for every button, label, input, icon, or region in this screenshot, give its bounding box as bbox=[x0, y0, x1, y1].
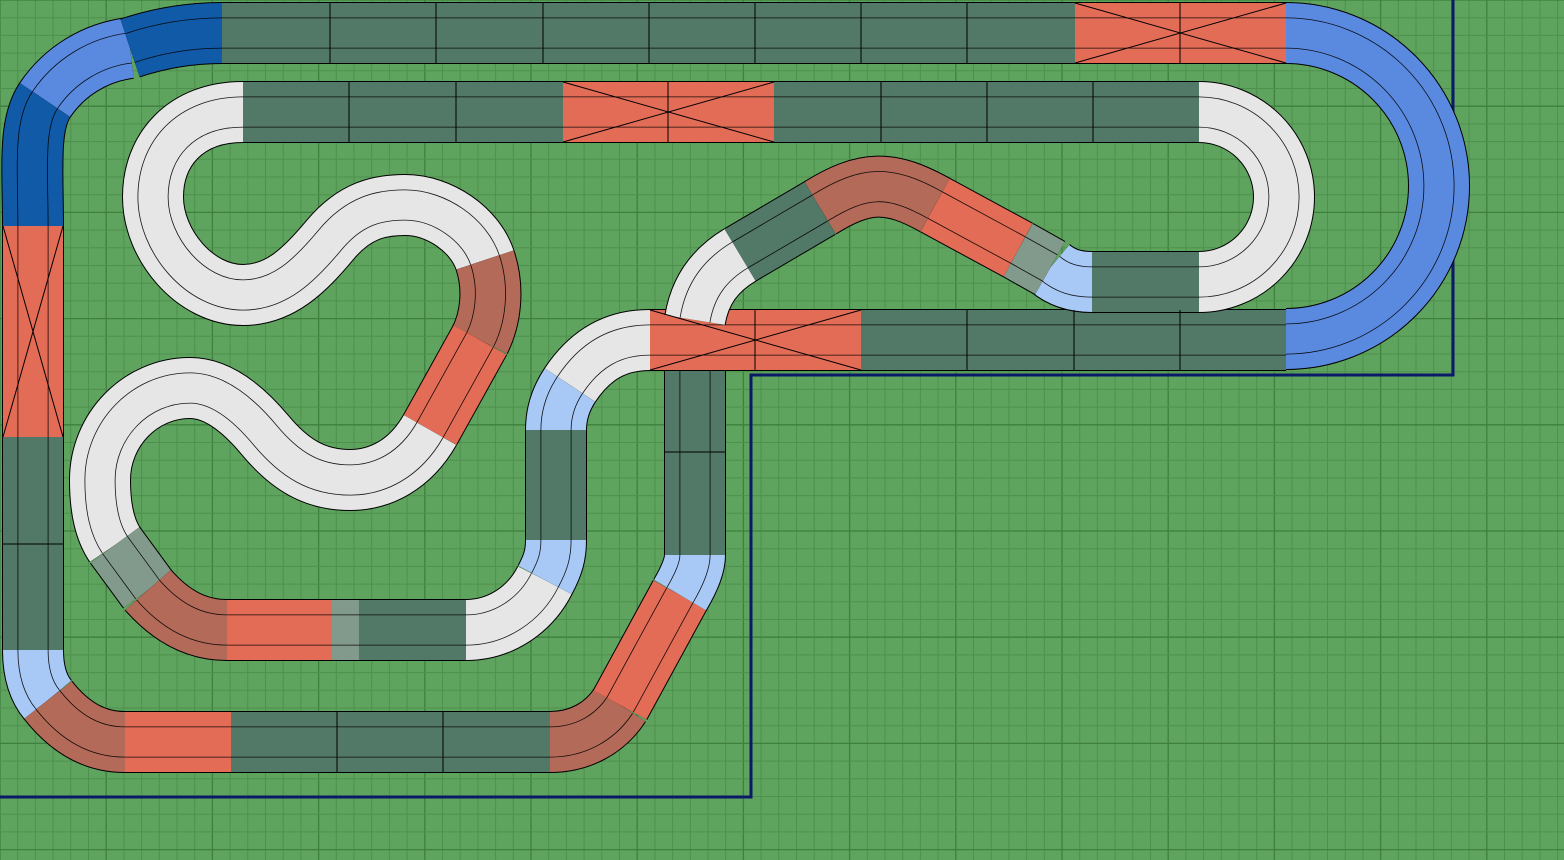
track-pieces bbox=[1, 2, 1470, 773]
chicane-inner bbox=[1002, 222, 1066, 296]
crossover-mark-second bbox=[562, 81, 775, 143]
curve-r4-diag bbox=[653, 553, 726, 611]
curve-r1-left-bottom bbox=[464, 564, 573, 661]
curve-r1-left-mid bbox=[69, 357, 457, 563]
curve-r1-inner-link bbox=[664, 228, 757, 327]
crossover-mark-top bbox=[1074, 2, 1287, 64]
crossover-mark-mid bbox=[649, 309, 862, 371]
crossover-diagonal-inner bbox=[920, 177, 1033, 278]
curve-r1-left-up bbox=[544, 309, 652, 403]
border-left-bottom bbox=[124, 568, 229, 661]
crossover-diagonal-bottom bbox=[592, 580, 708, 720]
curve-r2-top-right bbox=[1285, 2, 1470, 370]
straight-diagonal-inner bbox=[724, 181, 836, 282]
chicane-left bbox=[90, 526, 173, 609]
crossover-mark-left bbox=[2, 225, 64, 438]
curve-r3-top-left-2 bbox=[1, 82, 72, 227]
border-bottom-right bbox=[548, 686, 646, 773]
border-bottom-left bbox=[23, 680, 127, 773]
curve-r2-top-left bbox=[19, 17, 135, 119]
border-left-mid bbox=[451, 250, 522, 354]
crossover-left-diag bbox=[402, 324, 508, 446]
border-inner-peak bbox=[803, 155, 951, 235]
curve-r1-left-top bbox=[122, 81, 515, 326]
curve-r4-left-bottom bbox=[517, 539, 587, 595]
curve-r4-bottom-left bbox=[2, 649, 73, 720]
curve-r4-inner bbox=[1030, 243, 1093, 313]
curve-r4-left-up bbox=[525, 367, 597, 432]
curve-r1-inner-right bbox=[1197, 81, 1315, 313]
curve-r3-top-left-1 bbox=[120, 2, 223, 78]
